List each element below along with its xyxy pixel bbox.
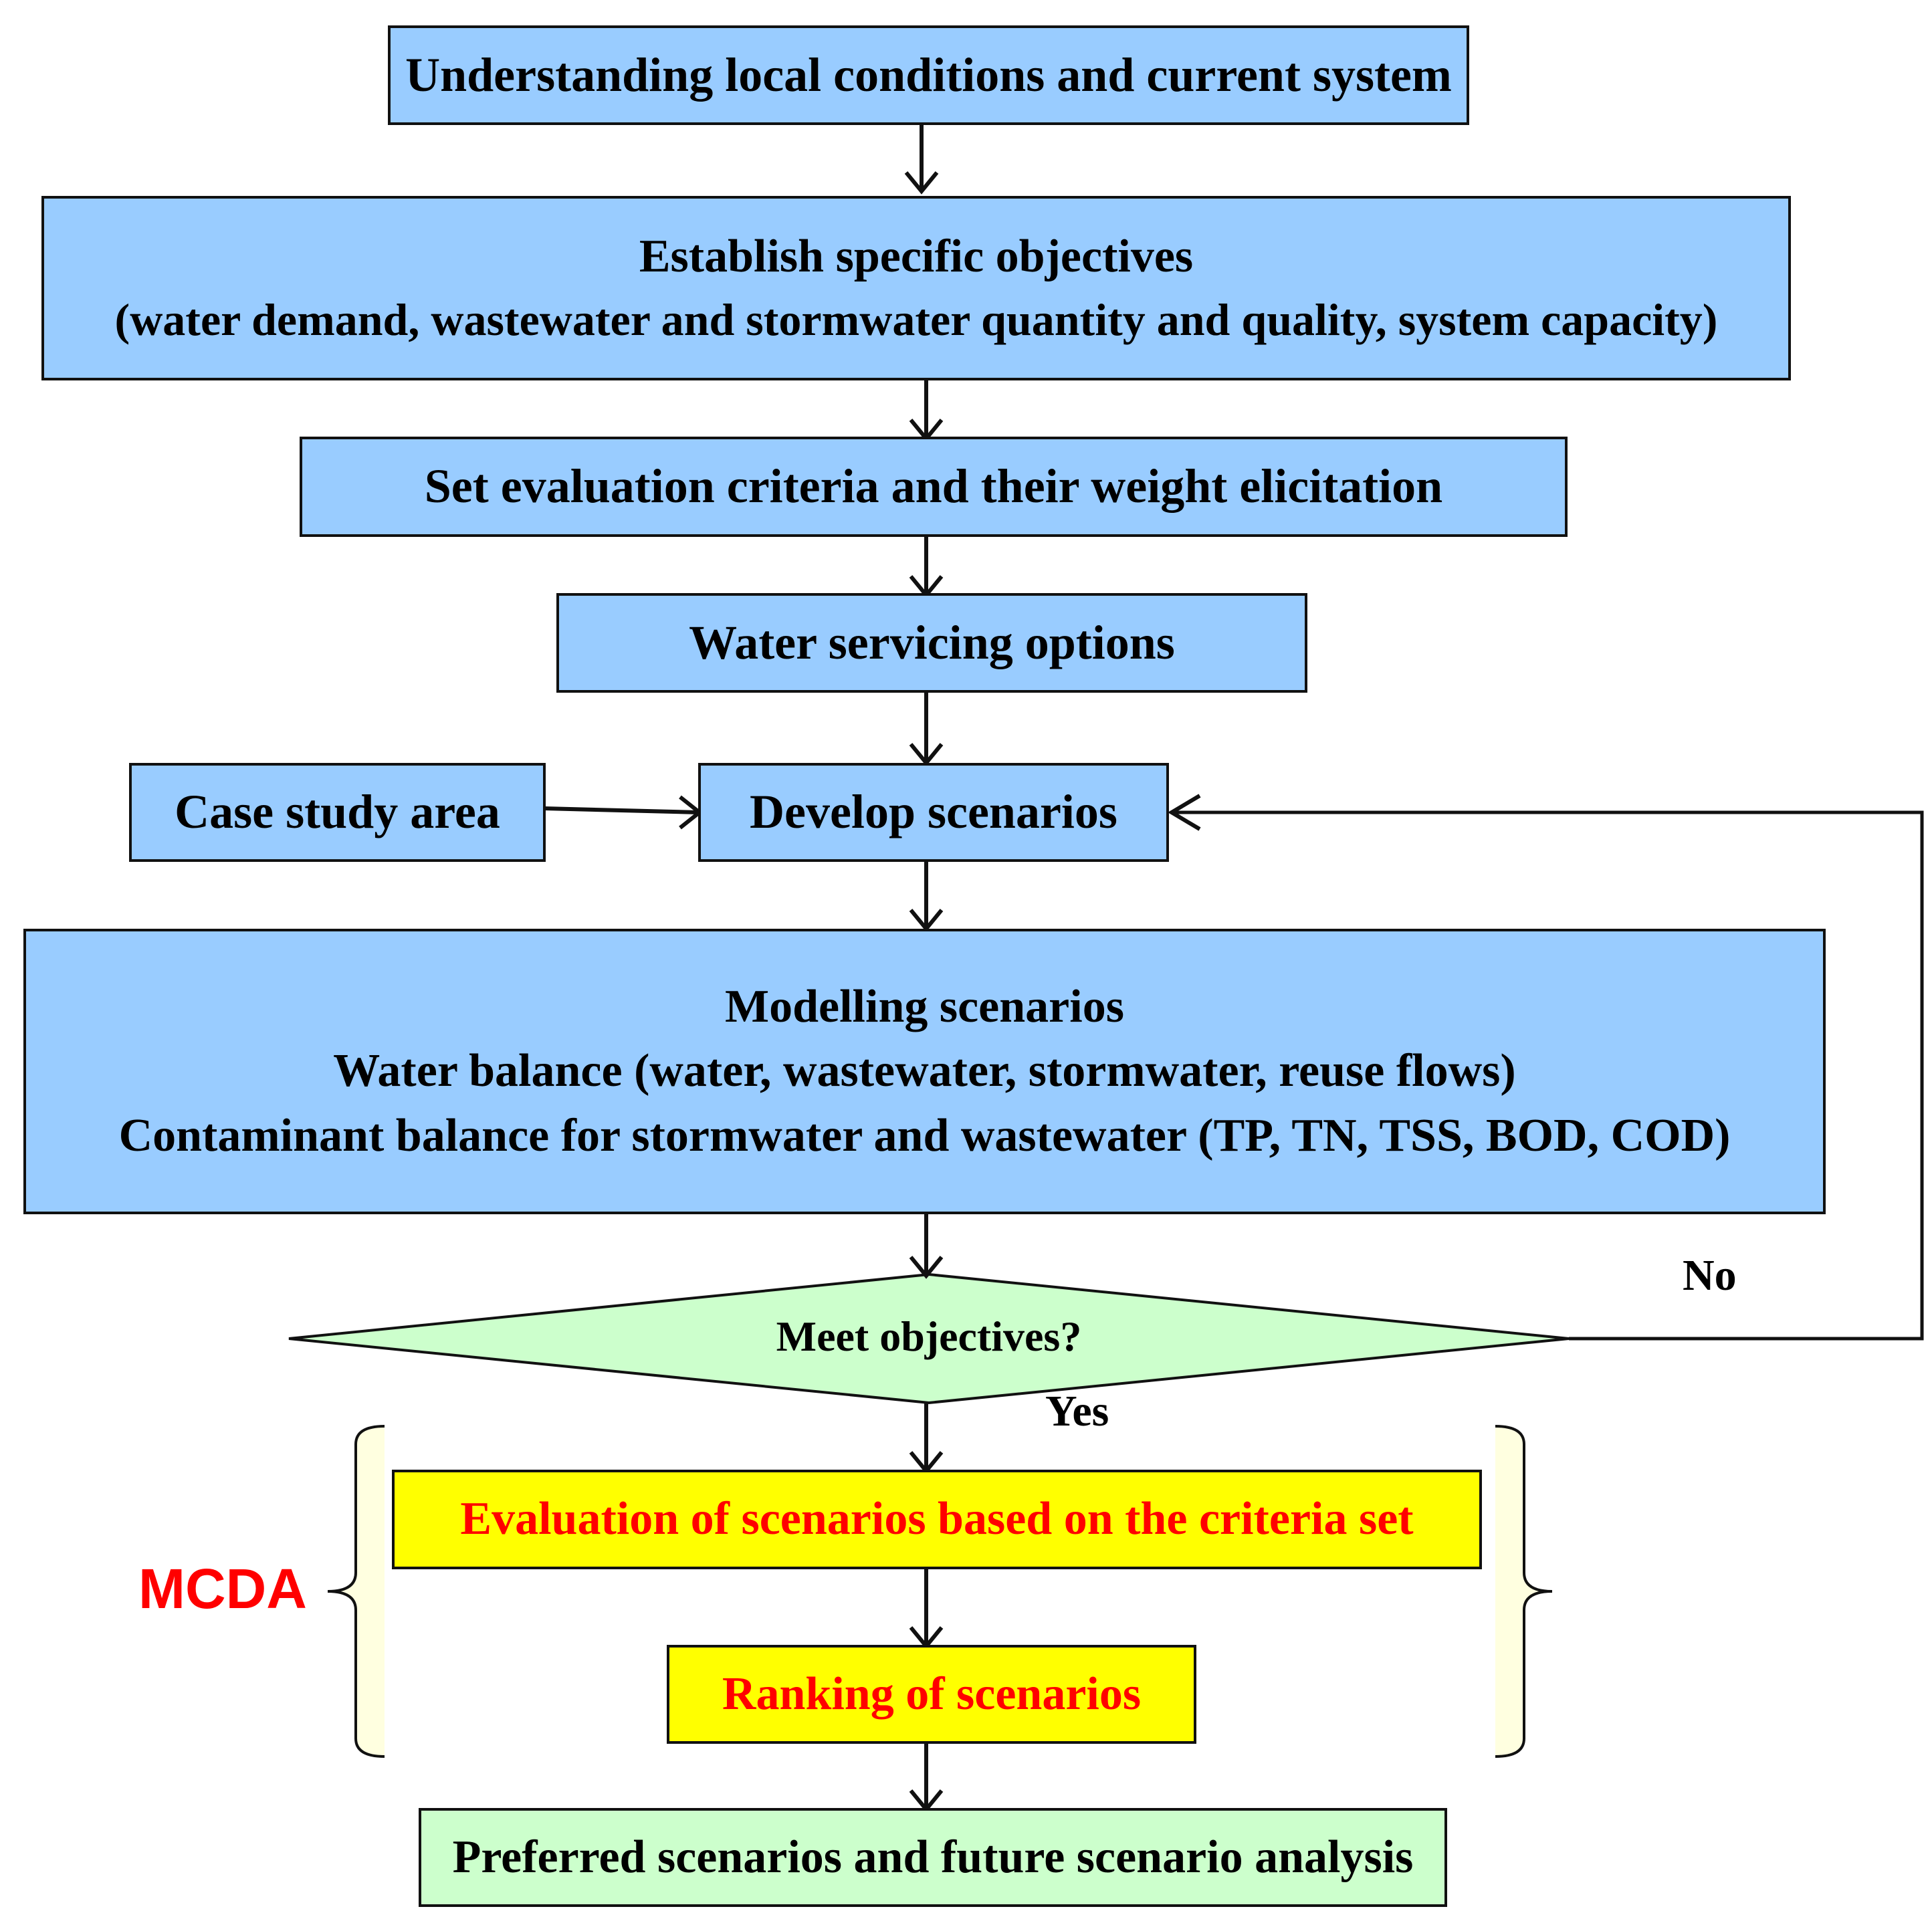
- node-modelling-contaminant-balance: Contaminant balance for stormwater and w…: [118, 1109, 1731, 1161]
- node-objectives-title: Establish specific objectives: [639, 230, 1194, 282]
- node-develop: Develop scenarios: [698, 763, 1169, 862]
- node-objectives-detail: (water demand, wastewater and stormwater…: [114, 294, 1718, 346]
- node-options: Water servicing options: [556, 593, 1307, 693]
- edge-label-yes: Yes: [1045, 1387, 1109, 1436]
- node-case-study: Case study area: [129, 763, 546, 862]
- node-preferred: Preferred scenarios and future scenario …: [419, 1808, 1447, 1907]
- decision-label: Meet objectives?: [776, 1313, 1082, 1360]
- node-understanding: Understanding local conditions and curre…: [388, 25, 1469, 125]
- arrow-no-loop-to-develop: [1168, 794, 1924, 1341]
- arrow-criteria-to-options: [909, 537, 944, 598]
- node-preferred-label: Preferred scenarios and future scenario …: [452, 1831, 1414, 1883]
- arrow-modelling-to-decision: [909, 1214, 944, 1279]
- node-modelling: Modelling scenarios Water balance (water…: [23, 929, 1826, 1214]
- node-modelling-title: Modelling scenarios: [725, 980, 1124, 1032]
- node-modelling-water-balance: Water balance (water, wastewater, stormw…: [333, 1045, 1516, 1097]
- node-understanding-label: Understanding local conditions and curre…: [405, 47, 1452, 102]
- node-criteria-label: Set evaluation criteria and their weight…: [424, 459, 1443, 514]
- arrow-ranking-to-preferred: [909, 1744, 944, 1813]
- arrow-evaluation-to-ranking: [909, 1569, 944, 1650]
- arrow-develop-to-modelling: [909, 861, 944, 932]
- node-evaluation-label: Evaluation of scenarios based on the cri…: [460, 1493, 1414, 1545]
- arrow-understanding-to-objectives: [904, 125, 939, 195]
- edge-label-no: No: [1683, 1251, 1737, 1300]
- mcda-group-label: MCDA: [138, 1557, 307, 1620]
- node-criteria: Set evaluation criteria and their weight…: [300, 437, 1568, 537]
- arrow-options-to-develop: [909, 693, 944, 766]
- node-objectives: Establish specific objectives (water dem…: [41, 196, 1791, 380]
- arrow-case-study-to-develop: [544, 795, 703, 830]
- mcda-left-bracket: [328, 1426, 385, 1757]
- mcda-left-bracket-stroke: [327, 1425, 385, 1758]
- mcda-right-bracket-stroke: [1495, 1425, 1553, 1758]
- node-options-label: Water servicing options: [689, 615, 1175, 669]
- node-case-study-label: Case study area: [175, 785, 500, 839]
- node-ranking: Ranking of scenarios: [667, 1645, 1196, 1744]
- node-evaluation: Evaluation of scenarios based on the cri…: [392, 1470, 1482, 1569]
- node-develop-label: Develop scenarios: [750, 785, 1117, 839]
- node-ranking-label: Ranking of scenarios: [722, 1668, 1142, 1720]
- mcda-right-bracket: [1495, 1426, 1552, 1757]
- decision-diamond: [288, 1272, 1570, 1405]
- arrow-decision-to-evaluation: [909, 1403, 944, 1474]
- arrow-objectives-to-criteria: [909, 380, 944, 442]
